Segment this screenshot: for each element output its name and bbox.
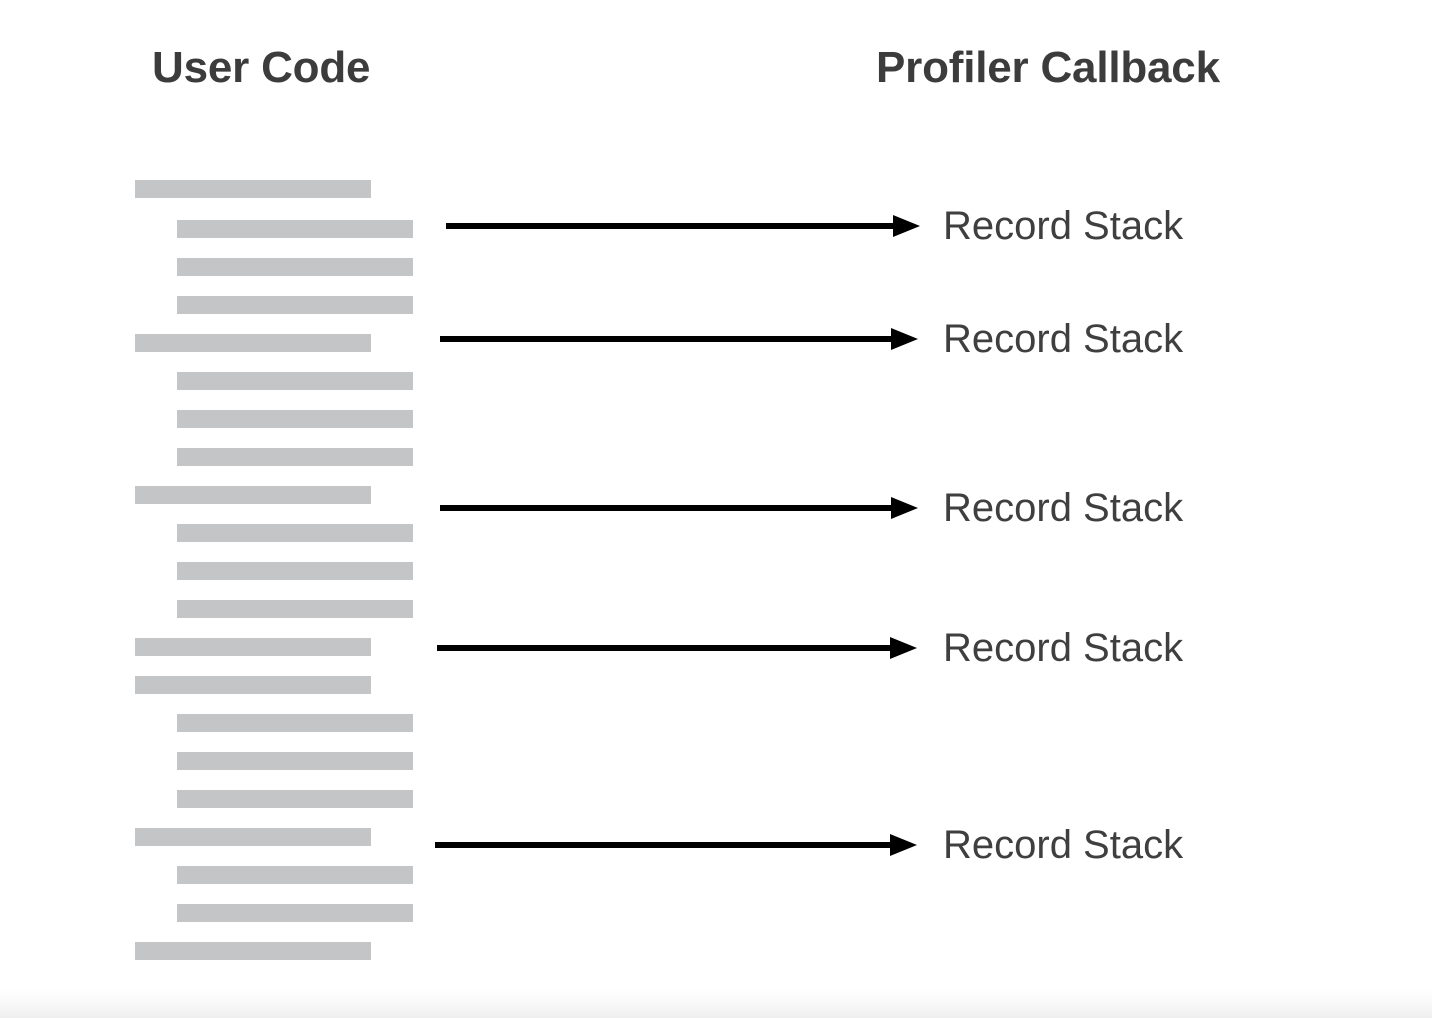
code-line-bar: [177, 258, 413, 276]
code-line-bar: [135, 486, 371, 504]
code-line-bar: [177, 448, 413, 466]
record-stack-arrow: [440, 326, 918, 352]
record-stack-arrow: [440, 495, 918, 521]
slide-bottom-edge: [0, 988, 1432, 1018]
record-stack-label: Record Stack: [943, 317, 1184, 361]
code-line-bar: [177, 600, 413, 618]
code-line-bar: [177, 410, 413, 428]
code-line-bar: [177, 220, 413, 238]
code-line-bar: [135, 676, 371, 694]
record-stack-arrow: [435, 832, 917, 858]
code-line-bar: [177, 904, 413, 922]
code-line-bar: [177, 372, 413, 390]
code-line-bar: [135, 942, 371, 960]
code-line-bar: [177, 524, 413, 542]
code-line-bar: [135, 334, 371, 352]
record-stack-arrow: [437, 635, 917, 661]
column-title-user-code: User Code: [152, 43, 371, 92]
code-line-bar: [135, 828, 371, 846]
code-line-bar: [177, 714, 413, 732]
code-line-bar: [135, 638, 371, 656]
code-line-bar: [135, 180, 371, 198]
record-stack-label: Record Stack: [943, 626, 1184, 670]
record-stack-arrow: [446, 213, 920, 239]
code-line-bar: [177, 866, 413, 884]
record-stack-label: Record Stack: [943, 204, 1184, 248]
code-line-bar: [177, 752, 413, 770]
column-title-profiler-callback: Profiler Callback: [876, 43, 1220, 92]
code-line-bar: [177, 790, 413, 808]
code-line-bar: [177, 562, 413, 580]
record-stack-label: Record Stack: [943, 823, 1184, 867]
code-line-bar: [177, 296, 413, 314]
record-stack-label: Record Stack: [943, 486, 1184, 530]
